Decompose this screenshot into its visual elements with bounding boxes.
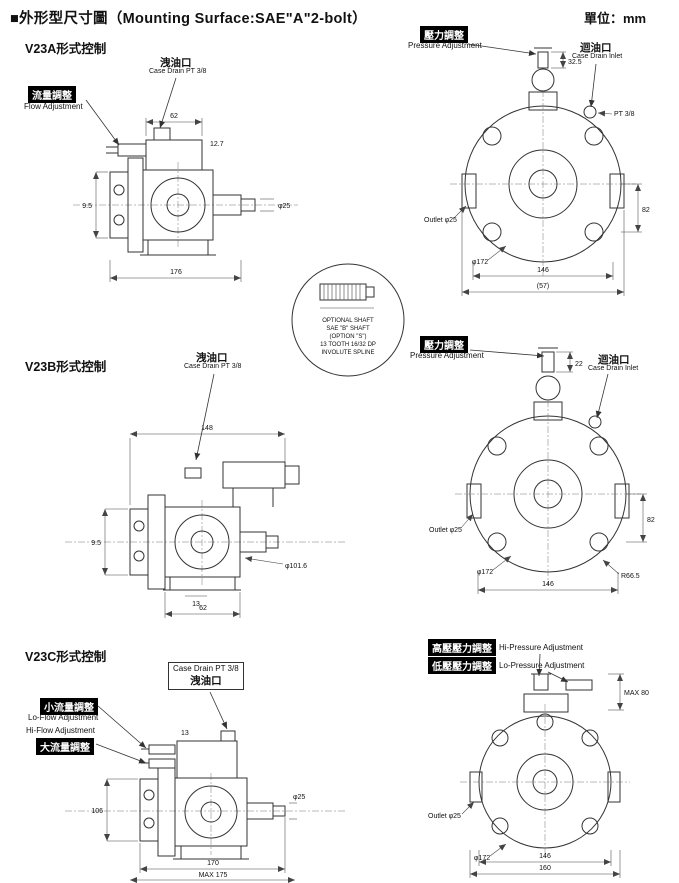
dim-text: 170 (207, 860, 219, 867)
drawing-v23c-front-view: MAX 80 Outlet φ25 φ172 146 160 (428, 673, 649, 878)
return-port-en-a: Case Drain Inlet (572, 53, 623, 60)
dim-text: φ101.6 (285, 563, 307, 570)
c-left-geometry (65, 730, 345, 860)
dim-text: 82 (642, 207, 650, 214)
drawing-v23a-front-view: 32.5 82 146 (57) φ172 Outlet φ25 PT 3/8 (424, 47, 650, 296)
detail-note-line: SAE "B" SHAFT (326, 326, 370, 332)
section-b-title: V23B形式控制 (25, 360, 107, 374)
b-right-dimensions: 22 Outlet φ25 φ172 R66.5 146 82 (429, 351, 655, 594)
case-drain-en-c: Case Drain PT 3/8 (173, 664, 239, 673)
dim-text: 160 (539, 865, 551, 872)
a-right-geometry (450, 47, 636, 276)
lo-pressure-row-c: 低壓壓力調整 Lo-Pressure Adjustment (428, 657, 584, 674)
drawing-v23b-front-view: 22 Outlet φ25 φ172 R66.5 146 82 (429, 347, 655, 594)
dim-text: φ172 (477, 569, 493, 576)
dim-text: 9.5 (91, 540, 101, 547)
dim-text: 13 (192, 601, 200, 608)
dim-text: 146 (539, 853, 551, 860)
page-title: ■外形型尺寸圖（Mounting Surface:SAE"A"2-bolt） (10, 11, 367, 27)
lo-flow-tag-c: 小流量調整 (40, 698, 98, 715)
dim-text: φ25 (278, 203, 290, 210)
pressure-adjustment-en-a: Pressure Adjustment (408, 41, 482, 50)
c-right-geometry (460, 673, 630, 860)
dim-text: 176 (170, 269, 182, 276)
hi-pressure-en-c: Hi-Pressure Adjustment (499, 643, 584, 652)
detail-note-line: INVOLUTE SPLINE (321, 350, 374, 356)
b-left-dimensions: 148 φ101.6 9.5 13 62 (91, 425, 307, 618)
return-port-zh-a: 迴油口 (580, 42, 612, 54)
case-drain-en-a: Case Drain PT 3/8 (149, 68, 207, 75)
drawing-v23b-side-view: 148 φ101.6 9.5 13 62 (65, 425, 345, 618)
dim-text: φ172 (472, 259, 488, 266)
dim-text: MAX 80 (624, 690, 649, 697)
hi-flow-tag-c: 大流量調整 (36, 738, 94, 755)
b-left-geometry (65, 461, 345, 591)
dim-text: PT 3/8 (614, 111, 635, 118)
a-right-dimensions: 32.5 82 146 (57) φ172 Outlet φ25 PT 3/8 (424, 51, 650, 296)
dim-text: 9.5 (82, 203, 92, 210)
dim-text: φ172 (474, 855, 490, 862)
detail-note-line: 13 TOOTH 16/32 DP (320, 342, 376, 348)
lo-flow-en-c: Lo-Flow Adjustment (28, 713, 99, 722)
detail-note: OPTIONAL SHAFT SAE "B" SHAFT (OPTION "S"… (320, 318, 376, 356)
b-right-geometry (455, 347, 641, 586)
dim-text: R66.5 (621, 573, 640, 580)
dim-text: Outlet φ25 (424, 217, 457, 224)
dim-text: φ25 (293, 794, 305, 801)
dim-text: Outlet φ25 (428, 813, 461, 820)
dim-text: MAX 175 (199, 872, 228, 879)
hi-pressure-tag-c: 高壓壓力調整 (428, 639, 496, 656)
dim-text: 82 (647, 517, 655, 524)
dim-text: 32.5 (568, 59, 582, 66)
c-right-dimensions: MAX 80 Outlet φ25 φ172 146 160 (428, 673, 649, 878)
dim-text: 62 (199, 605, 207, 612)
pressure-adjustment-tag-b: 壓力調整 (420, 336, 468, 353)
dim-text: (57) (537, 283, 549, 290)
case-drain-en-b: Case Drain PT 3/8 (184, 363, 242, 370)
dim-text: 13 (181, 730, 189, 737)
dim-text: 22 (575, 361, 583, 368)
c-left-dimensions: 170 MAX 175 106 φ25 13 (91, 730, 305, 883)
section-a-title: V23A形式控制 (25, 42, 107, 56)
detail-optional-spline-shaft: OPTIONAL SHAFT SAE "B" SHAFT (OPTION "S"… (291, 263, 405, 377)
dim-text: 106 (91, 808, 103, 815)
dim-text: 12.7 (210, 141, 224, 148)
case-drain-zh-c: 洩油口 (190, 675, 222, 687)
flow-adjustment-en-a: Flow Adjustment (24, 102, 83, 111)
hi-flow-en-c: Hi-Flow Adjustment (26, 726, 95, 735)
pressure-adjustment-en-b: Pressure Adjustment (410, 351, 484, 360)
a-left-geometry (73, 127, 298, 256)
flow-adjustment-tag-a: 流量調整 (28, 86, 76, 103)
return-port-en-b: Case Drain Inlet (588, 365, 639, 372)
return-port-zh-b: 迴油口 (598, 354, 630, 366)
case-drain-zh-b: 洩油口 (196, 352, 228, 364)
detail-note-line: OPTIONAL SHAFT (322, 318, 374, 324)
dim-text: 62 (170, 113, 178, 120)
drawing-v23a-side-view: 62 176 φ25 9.5 12.7 (73, 113, 298, 282)
pressure-adjustment-tag-a: 壓力調整 (420, 26, 468, 43)
detail-geometry (291, 263, 405, 377)
dim-text: Outlet φ25 (429, 527, 462, 534)
section-c-title: V23C形式控制 (25, 650, 107, 664)
dim-text: 146 (542, 581, 554, 588)
unit-label: 單位：mm (584, 11, 647, 26)
case-drain-box-c: Case Drain PT 3/8 洩油口 (168, 662, 244, 690)
case-drain-zh-a: 洩油口 (160, 57, 192, 69)
lo-pressure-en-c: Lo-Pressure Adjustment (499, 661, 585, 670)
dim-text: 146 (537, 267, 549, 274)
hi-pressure-row-c: 高壓壓力調整 Hi-Pressure Adjustment (428, 639, 583, 656)
drawing-v23c-side-view: 170 MAX 175 106 φ25 13 (65, 730, 345, 883)
dim-text: 148 (201, 425, 213, 432)
lo-pressure-tag-c: 低壓壓力調整 (428, 657, 496, 674)
detail-note-line: (OPTION "S") (330, 334, 367, 340)
